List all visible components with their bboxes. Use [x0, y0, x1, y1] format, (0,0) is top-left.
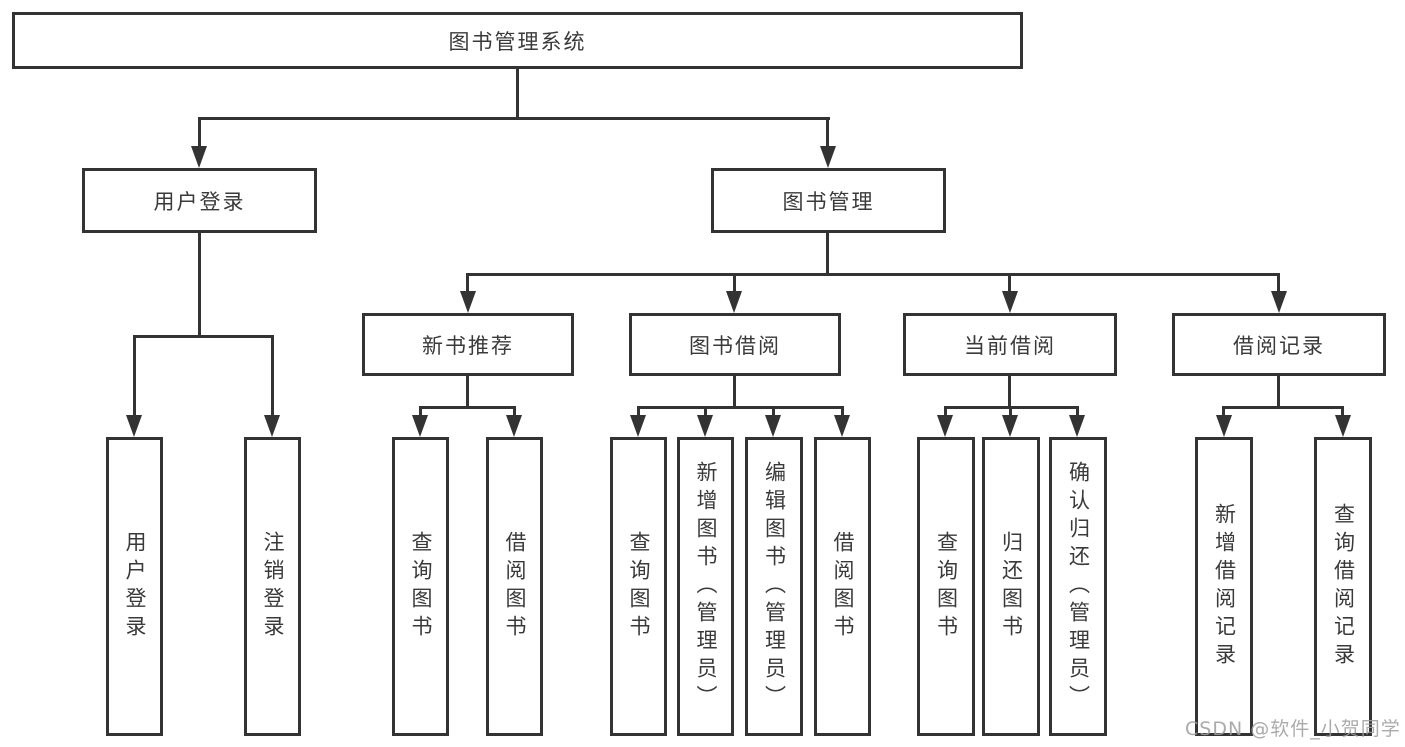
- connector-book-mgmt-stem: [826, 233, 829, 275]
- node-leaf-br-query-record-label: 查询借阅记录: [1331, 502, 1356, 671]
- node-new-book-rec-label: 新书推荐: [422, 333, 514, 358]
- node-root-label: 图书管理系统: [448, 29, 587, 54]
- node-leaf-bb-add-books-admin-label: 新增图书（管理员）: [694, 460, 718, 713]
- connector-level3-bar: [466, 273, 1280, 276]
- arrowhead-cb-query: [937, 415, 953, 437]
- connector-borrow-records-drop: [1277, 273, 1280, 297]
- connector-bb-add-drop: [704, 406, 707, 420]
- node-leaf-cb-confirm-return-admin: 确认归还（管理员）: [1049, 437, 1107, 736]
- connector-book-mgmt-drop: [826, 117, 829, 150]
- connector-leaf-user-login-drop: [133, 335, 136, 419]
- node-book-borrow: 图书借阅: [629, 313, 841, 376]
- node-current-borrow-label: 当前借阅: [964, 333, 1056, 358]
- node-leaf-logout-label: 注销登录: [261, 530, 285, 643]
- node-leaf-user-login: 用户登录: [106, 437, 163, 736]
- arrowhead-borrow-records: [1271, 291, 1287, 313]
- arrowhead-bb-borrow: [834, 415, 850, 437]
- node-leaf-bb-edit-books-admin-label: 编辑图书（管理员）: [762, 460, 787, 713]
- node-leaf-cb-query-books-label: 查询图书: [934, 530, 959, 643]
- node-leaf-bb-query-books: 查询图书: [610, 437, 667, 736]
- connector-cb-confirm-drop: [1076, 406, 1079, 420]
- connector-cb-return-drop: [1009, 406, 1012, 420]
- connector-level2-bar: [198, 117, 830, 120]
- connector-book-borrow-bar: [637, 406, 843, 409]
- connector-bb-edit-drop: [772, 406, 775, 420]
- node-borrow-records: 借阅记录: [1172, 313, 1386, 376]
- csdn-watermark: CSDN @软件_小贺同学: [1185, 718, 1401, 740]
- arrowhead-leaf-logout: [264, 415, 280, 437]
- node-leaf-nbr-query-books-label: 查询图书: [409, 530, 433, 643]
- arrowhead-new-book: [460, 291, 476, 313]
- node-leaf-br-add-record-label: 新增借阅记录: [1212, 502, 1237, 671]
- connector-new-book-bar: [419, 406, 516, 409]
- arrowhead-book-borrow: [726, 291, 742, 313]
- connector-new-book-drop: [466, 273, 469, 297]
- connector-br-add-drop: [1222, 406, 1225, 420]
- arrowhead-book-mgmt: [820, 146, 836, 168]
- node-new-book-rec: 新书推荐: [362, 313, 574, 376]
- node-leaf-user-login-label: 用户登录: [123, 530, 147, 643]
- connector-user-login-stem: [198, 233, 201, 337]
- node-leaf-br-query-record: 查询借阅记录: [1314, 437, 1372, 736]
- node-root: 图书管理系统: [12, 12, 1023, 69]
- arrowhead-bb-edit: [765, 415, 781, 437]
- node-book-mgmt: 图书管理: [711, 168, 946, 233]
- node-leaf-cb-return-books: 归还图书: [982, 437, 1040, 736]
- arrowhead-br-add: [1216, 415, 1232, 437]
- arrowhead-br-query: [1335, 415, 1351, 437]
- arrowhead-cb-confirm: [1069, 415, 1085, 437]
- connector-book-borrow-stem: [733, 376, 736, 408]
- node-leaf-bb-edit-books-admin: 编辑图书（管理员）: [745, 437, 803, 736]
- arrowhead-leaf-user-login: [126, 415, 142, 437]
- connector-current-borrow-stem: [1008, 376, 1011, 408]
- connector-borrow-records-bar: [1222, 406, 1343, 409]
- arrowhead-current-borrow: [1002, 291, 1018, 313]
- connector-root-stem: [516, 69, 519, 119]
- connector-nbr-borrow-drop: [513, 406, 516, 420]
- arrowhead-bb-query: [630, 415, 646, 437]
- node-book-mgmt-label: 图书管理: [782, 189, 875, 214]
- node-leaf-logout: 注销登录: [244, 437, 301, 736]
- node-leaf-br-add-record: 新增借阅记录: [1195, 437, 1253, 736]
- connector-bb-borrow-drop: [841, 406, 844, 420]
- arrowhead-nbr-borrow: [506, 415, 522, 437]
- node-leaf-nbr-query-books: 查询图书: [392, 437, 449, 736]
- connector-book-borrow-drop: [733, 273, 736, 297]
- node-user-login-label: 用户登录: [153, 189, 246, 214]
- connector-current-borrow-drop: [1008, 273, 1011, 297]
- node-leaf-cb-return-books-label: 归还图书: [999, 530, 1024, 643]
- connector-new-book-stem: [466, 376, 469, 408]
- node-current-borrow: 当前借阅: [903, 313, 1117, 376]
- arrowhead-bb-add: [697, 415, 713, 437]
- node-leaf-nbr-borrow-books-label: 借阅图书: [503, 530, 527, 643]
- connector-nbr-query-drop: [419, 406, 422, 420]
- connector-borrow-records-stem: [1277, 376, 1280, 408]
- node-leaf-bb-add-books-admin: 新增图书（管理员）: [677, 437, 734, 736]
- node-borrow-records-label: 借阅记录: [1233, 333, 1325, 358]
- connector-leaf-logout-drop: [271, 335, 274, 419]
- node-book-borrow-label: 图书借阅: [689, 333, 781, 358]
- node-leaf-bb-query-books-label: 查询图书: [627, 530, 651, 643]
- connector-br-query-drop: [1341, 406, 1344, 420]
- arrowhead-nbr-query: [412, 415, 428, 437]
- node-leaf-cb-query-books: 查询图书: [917, 437, 975, 736]
- arrowhead-cb-return: [1002, 415, 1018, 437]
- node-leaf-cb-confirm-return-admin-label: 确认归还（管理员）: [1066, 460, 1091, 713]
- node-user-login: 用户登录: [82, 168, 317, 233]
- node-leaf-bb-borrow-books-label: 借阅图书: [831, 530, 855, 643]
- connector-bb-query-drop: [637, 406, 640, 420]
- connector-user-login-bar: [133, 335, 274, 338]
- node-leaf-bb-borrow-books: 借阅图书: [814, 437, 871, 736]
- connector-user-login-drop: [198, 117, 201, 150]
- connector-cb-query-drop: [944, 406, 947, 420]
- node-leaf-nbr-borrow-books: 借阅图书: [486, 437, 543, 736]
- arrowhead-user-login: [191, 146, 207, 168]
